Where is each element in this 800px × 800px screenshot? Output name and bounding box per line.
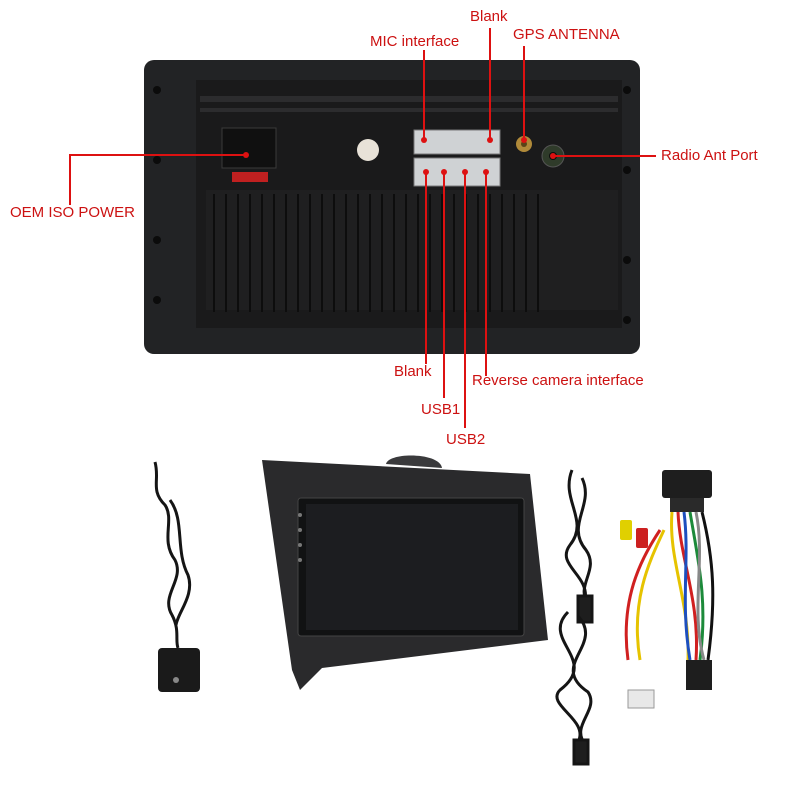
label-radio-ant-port: Radio Ant Port (661, 147, 758, 164)
back-panel (144, 60, 640, 354)
head-unit-icon (262, 455, 548, 690)
usb-cable-icon (555, 469, 594, 766)
callout-dots (243, 137, 556, 175)
label-usb1: USB1 (421, 401, 461, 418)
label-reverse-camera-interface: Reverse camera interface (472, 372, 644, 389)
sticker (357, 139, 379, 161)
label-oem-iso-power: OEM ISO POWER (10, 204, 136, 221)
label-gps-antenna: GPS ANTENNA (513, 26, 620, 43)
wiring-harness-icon (620, 470, 715, 709)
label-mic-interface: MIC interface (370, 33, 460, 50)
back-panel-vents (213, 194, 539, 312)
iso-power-connector (221, 127, 277, 182)
label-blank-top: Blank (470, 8, 508, 25)
gps-antenna-icon (153, 461, 200, 692)
label-blank-bottom: Blank (394, 363, 432, 380)
mounting-holes (153, 86, 631, 324)
label-usb2: USB2 (446, 431, 486, 448)
callout-lines (69, 28, 656, 428)
